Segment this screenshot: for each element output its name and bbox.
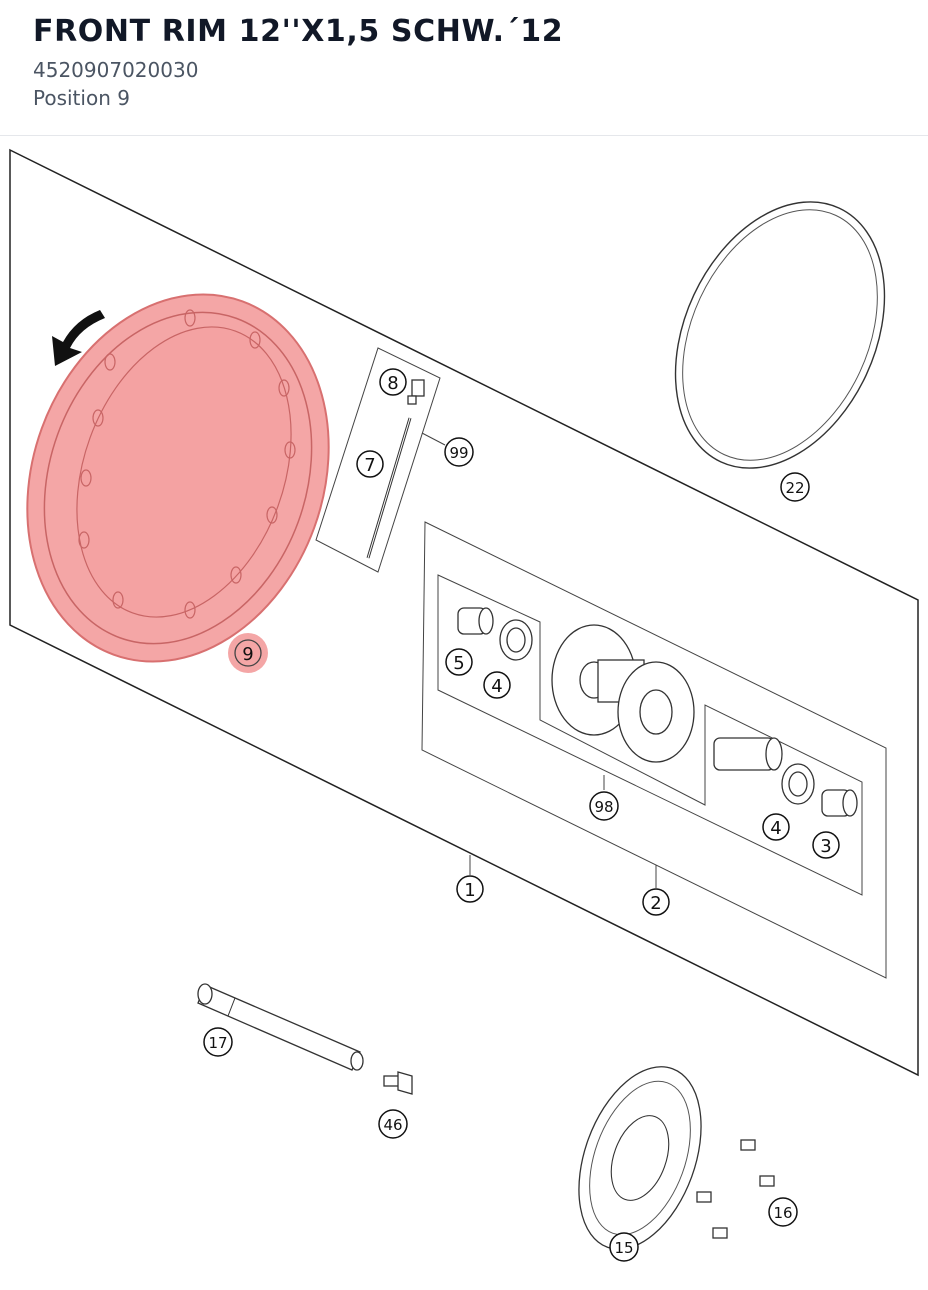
callout-9-label: 9 [242, 644, 253, 665]
assembly-outline [9, 148, 919, 1077]
callout-98[interactable]: 98 [589, 791, 619, 821]
svg-text:1: 1 [464, 880, 475, 901]
hub-subgroup-box [437, 574, 863, 896]
svg-text:99: 99 [449, 444, 468, 462]
callout-17[interactable]: 17 [203, 1027, 233, 1057]
callout-8[interactable]: 8 [379, 368, 407, 396]
callout-22[interactable]: 22 [780, 472, 810, 502]
rotation-arrow-icon [52, 310, 105, 366]
spoke-box [315, 347, 441, 573]
svg-text:4: 4 [491, 676, 502, 697]
callout-15[interactable]: 15 [609, 1232, 639, 1262]
callout-46[interactable]: 46 [378, 1109, 408, 1139]
right-spacer [713, 737, 783, 771]
callout-5[interactable]: 5 [445, 648, 473, 676]
svg-text:3: 3 [820, 836, 831, 857]
spoke-part [366, 379, 425, 559]
svg-text:8: 8 [387, 373, 398, 394]
right-bearing [781, 763, 815, 805]
left-bushing [457, 607, 494, 635]
front-rim-highlight[interactable] [0, 252, 379, 705]
svg-text:7: 7 [364, 455, 375, 476]
leader-99 [421, 432, 446, 446]
axle-bolt [383, 1071, 413, 1095]
svg-text:5: 5 [453, 653, 464, 674]
hub-part [551, 624, 695, 763]
svg-text:15: 15 [614, 1239, 633, 1257]
part-header: FRONT RIM 12''X1,5 SCHW.´12 452090702003… [0, 0, 928, 136]
callout-99[interactable]: 99 [444, 437, 474, 467]
svg-text:16: 16 [773, 1204, 792, 1222]
callout-4-left[interactable]: 4 [483, 671, 511, 699]
callout-2[interactable]: 2 [642, 888, 670, 916]
svg-text:98: 98 [594, 798, 613, 816]
right-bushing [821, 789, 858, 817]
exploded-parts-diagram: 9 8 7 99 22 5 4 98 4 3 1 2 [0, 148, 919, 1262]
svg-text:46: 46 [383, 1116, 402, 1134]
callout-7[interactable]: 7 [356, 450, 384, 478]
brake-disc [578, 1066, 702, 1250]
callout-3[interactable]: 3 [812, 831, 840, 859]
part-number: 4520907020030 [33, 58, 199, 82]
tire-ring [674, 201, 886, 469]
part-title: FRONT RIM 12''X1,5 SCHW.´12 [33, 14, 564, 49]
callout-16[interactable]: 16 [768, 1197, 798, 1227]
disc-bolts [696, 1139, 775, 1239]
callout-4-right[interactable]: 4 [762, 813, 790, 841]
axle-part [197, 983, 364, 1071]
left-bearing [499, 619, 533, 661]
part-position: Position 9 [33, 86, 130, 110]
svg-text:17: 17 [208, 1034, 227, 1052]
hub-assembly-box [421, 521, 887, 979]
svg-text:2: 2 [650, 893, 661, 914]
svg-text:22: 22 [785, 479, 804, 497]
callout-1[interactable]: 1 [456, 875, 484, 903]
callout-9-highlight[interactable]: 9 [228, 633, 268, 673]
svg-text:4: 4 [770, 818, 781, 839]
